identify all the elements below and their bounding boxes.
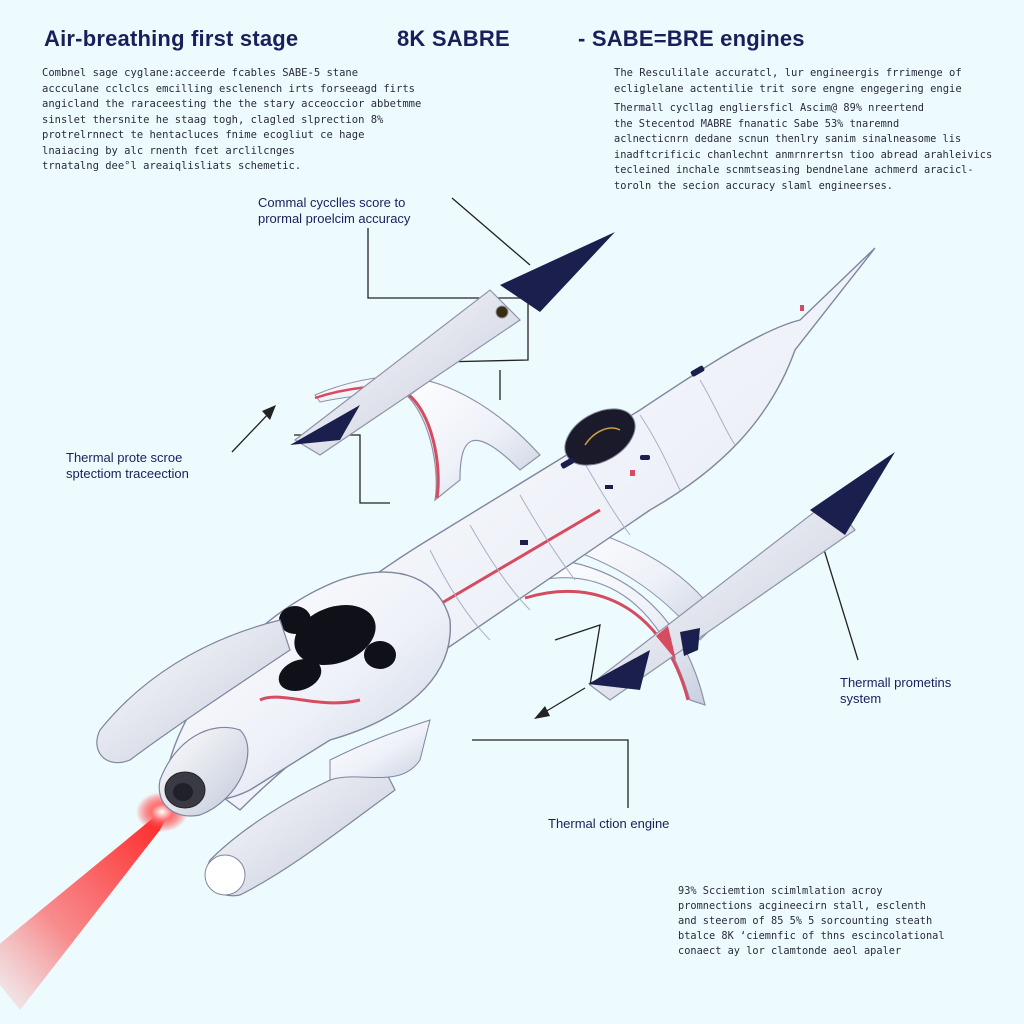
- top-engine-pod: [290, 232, 615, 456]
- exhaust-plume: [0, 792, 188, 1010]
- intro-left-line: Combnel sage cyglane:acceerde fcables SA…: [42, 67, 359, 79]
- footer-note: 93% Scciemtion scimlmlation acroy promne…: [678, 884, 945, 959]
- callout-right-line: Thermall prometins: [840, 675, 952, 690]
- intro-right-line: tecleined inchale scnmtseasing bendnelan…: [614, 164, 974, 176]
- footer-note-line: 93% Scciemtion scimlmlation acroy: [678, 885, 883, 897]
- intro-left-paragraph: Combnel sage cyglane:acceerde fcables SA…: [42, 66, 421, 175]
- footer-note-line: btalce 8K ‘ciemnfic of thns escincolatio…: [678, 930, 945, 942]
- callout-left-line: Thermal prote scroe: [66, 450, 183, 465]
- title-left: Air-breathing first stage: [44, 26, 299, 51]
- title-right: - SABE=BRE engines: [578, 26, 805, 51]
- callout-right: Thermall prometins system: [840, 675, 951, 707]
- callout-left: Thermal prote scroe sptectiom traceectio…: [66, 450, 189, 482]
- intro-left-line: protrelrnnect te hentacluces fnime ecogl…: [42, 129, 365, 141]
- intro-right-line: toroln the secion accuracy slaml enginee…: [614, 179, 893, 192]
- intro-right-line: inadftcrificic chanlechnt anmrnrertsn ti…: [614, 148, 993, 161]
- callout-top: Commal cycclles score to prormal proelci…: [258, 195, 410, 227]
- arrow-bottom: [534, 687, 586, 719]
- intro-left-line: lnaiacing by alc rnenth fcet arclilcnges: [42, 144, 295, 157]
- callout-top-line: Commal cycclles score to: [258, 195, 406, 210]
- intro-right-paragraph-1: The Resculilale accuratcl, lur engineerg…: [614, 66, 962, 97]
- intro-right-line: aclnecticnrn dedane scnun thenlry sanim …: [614, 133, 962, 145]
- intro-right-line: ecliglelane actentilie trit sore engne e…: [614, 82, 962, 95]
- left-lower-pod: [204, 719, 431, 897]
- callout-top-line: prormal proelcim accuracy: [258, 211, 411, 226]
- intro-right-line: Thermall cycllag engliersficl Ascim@ 89%…: [614, 102, 924, 114]
- footer-note-line: promnections acgineecirn stall, esclenth: [678, 900, 926, 912]
- intro-right-line: The Resculilale accuratcl, lur engineerg…: [614, 67, 962, 79]
- left-upper-pod: [96, 619, 291, 764]
- footer-note-line: conaect ay lor clamtonde aeol apaler: [678, 945, 902, 957]
- callout-left-line: sptectiom traceection: [66, 466, 189, 481]
- callout-bottom: Thermal ction engine: [548, 816, 670, 831]
- intro-right-line: the Stecentod MABRE fnanatic Sabe 53% tn…: [614, 117, 900, 130]
- upper-wing: [314, 375, 541, 502]
- right-engine-pod: [588, 452, 895, 701]
- footer-note-line: and steerom of 85 5% 5 sorcounting steat…: [678, 915, 933, 927]
- intro-right-paragraph-2: Thermall cycllag engliersficl Ascim@ 89%…: [614, 101, 992, 194]
- center-engine-nozzle: [158, 726, 249, 817]
- title-center: 8K SABRE: [397, 26, 510, 51]
- intro-left-line: trnatalng dee°l areaiqlisliats schemetic…: [42, 160, 302, 172]
- arrow-left: [231, 405, 276, 453]
- intro-left-line: angicland the raraceesting the the stary…: [42, 98, 422, 110]
- intro-left-line: accculane cclclcs emcilling esclenench i…: [42, 82, 415, 95]
- callout-right-line: system: [840, 691, 882, 706]
- intro-left-line: sinslet thersnite he staag togh, clagled…: [42, 113, 384, 126]
